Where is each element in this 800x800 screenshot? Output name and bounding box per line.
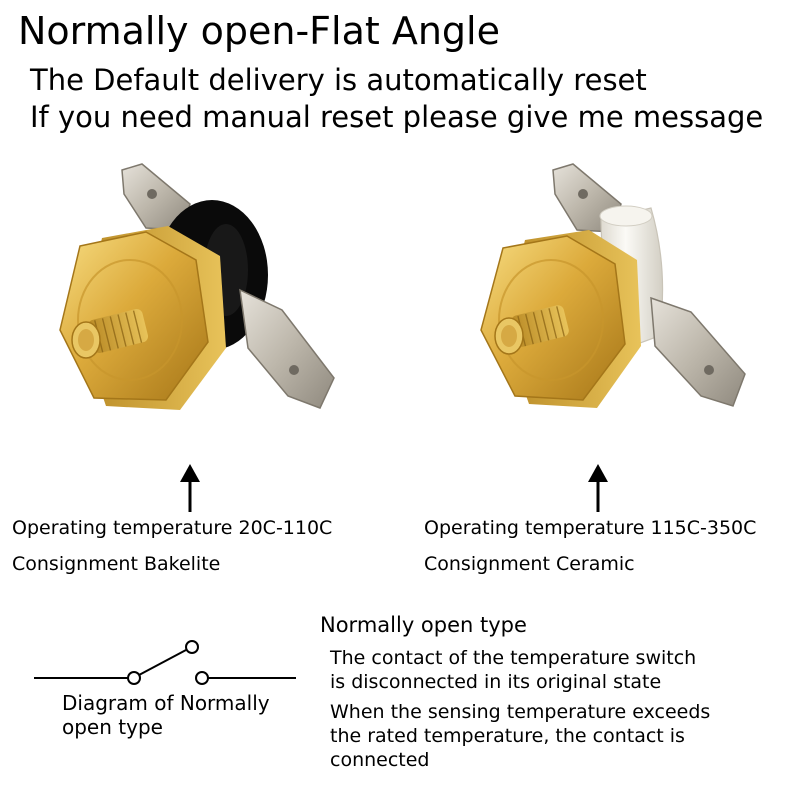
diagram-caption-line2: open type [62, 715, 163, 739]
lower-terminal [650, 296, 746, 407]
description-heading: Normally open type [320, 613, 527, 637]
description-line-3: When the sensing temperature exceeds [330, 701, 711, 723]
normally-open-switch-symbol [34, 640, 296, 685]
description-line-5: connected [330, 749, 430, 771]
ceramic-consignment: Consignment Ceramic [424, 553, 635, 575]
description-line-1: The contact of the temperature switch [330, 647, 697, 669]
diagram-caption-line1: Diagram of Normally [62, 691, 270, 715]
description-line-2: is disconnected in its original state [330, 671, 662, 693]
threaded-stud [494, 305, 569, 355]
manual-reset-line: If you need manual reset please give me … [30, 100, 764, 134]
bakelite-temperature-range: Operating temperature 20C-110C [12, 517, 333, 539]
lower-terminal [239, 288, 335, 409]
bakelite-thermostat-image [59, 163, 335, 410]
reset-info-line: The Default delivery is automatically re… [30, 63, 647, 97]
terminal-hole [147, 189, 157, 199]
terminal-hole [578, 189, 588, 199]
up-arrow-icon [180, 464, 200, 512]
threaded-stud [71, 309, 149, 359]
ceramic-temperature-range: Operating temperature 115C-350C [424, 517, 757, 539]
description-line-4: the rated temperature, the contact is [330, 725, 685, 747]
bakelite-consignment: Consignment Bakelite [12, 553, 221, 575]
up-arrow-icon [588, 464, 608, 512]
ceramic-thermostat-image [480, 163, 746, 408]
page-title: Normally open-Flat Angle [18, 9, 500, 53]
